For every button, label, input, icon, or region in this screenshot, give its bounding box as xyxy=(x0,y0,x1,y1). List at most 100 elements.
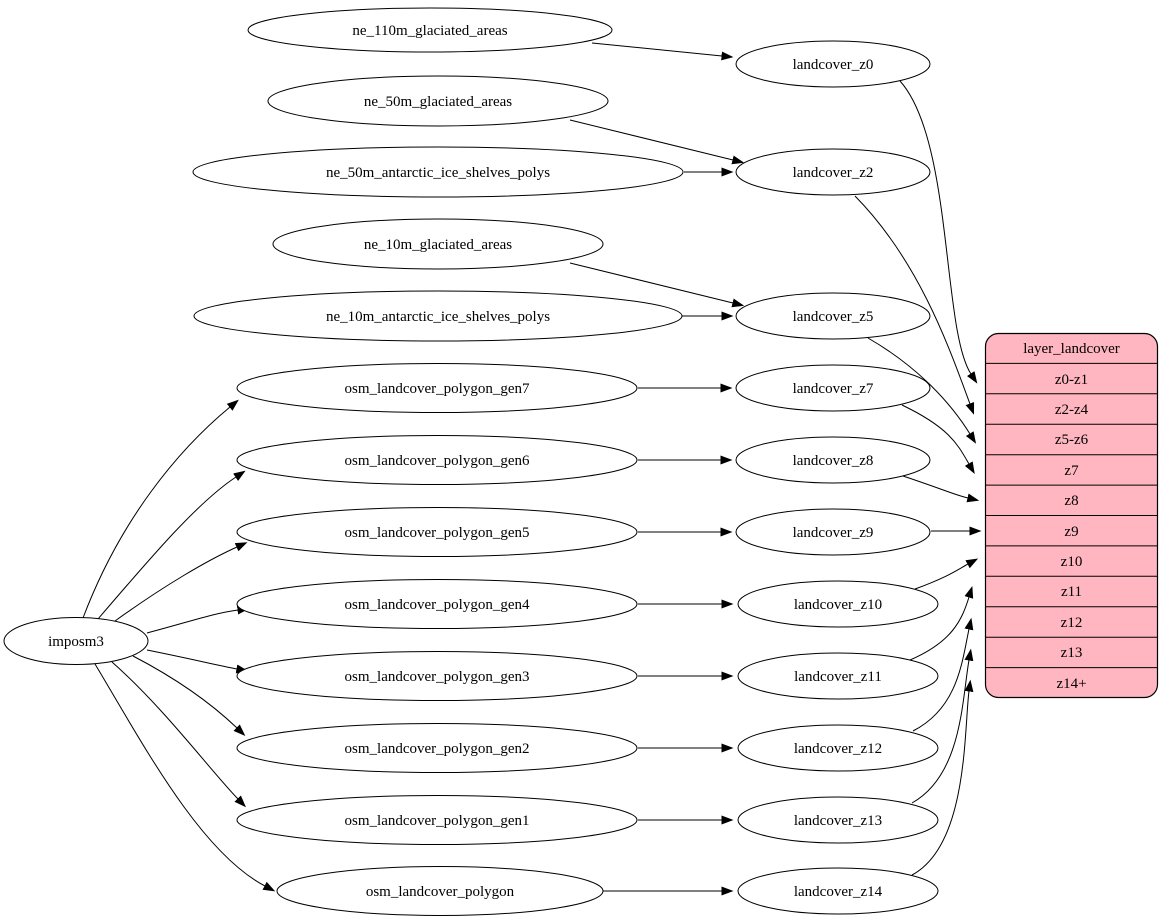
ellipse xyxy=(735,148,931,196)
edge-z11-to-record-z11 xyxy=(909,585,974,661)
ellipse xyxy=(267,75,609,127)
node-label: landcover_z10 xyxy=(794,597,882,613)
ellipse xyxy=(735,436,931,484)
ellipse xyxy=(272,218,604,270)
ellipse xyxy=(737,796,939,844)
ellipse xyxy=(737,652,939,700)
ellipse xyxy=(193,290,683,342)
edge-imposm3-to-gen4 xyxy=(146,605,250,634)
ellipse xyxy=(236,435,638,485)
node-landcover-z7: landcover_z7 xyxy=(735,364,931,412)
edge-imposm3-to-gen5 xyxy=(114,542,248,622)
node-osm-landcover-polygon-gen5: osm_landcover_polygon_gen5 xyxy=(236,507,638,557)
node-label: ne_10m_antarctic_ice_shelves_polys xyxy=(326,309,550,325)
record-node-layer-landcover: layer_landcover z0-z1 z2-z4 z5-z6 z7 z8 … xyxy=(984,332,1159,699)
record-row-z11: z11 xyxy=(1061,584,1082,600)
ellipse xyxy=(236,795,638,845)
node-label: landcover_z0 xyxy=(793,57,874,73)
node-landcover-z5: landcover_z5 xyxy=(735,292,931,340)
ellipse xyxy=(236,363,638,413)
node-osm-landcover-polygon: osm_landcover_polygon xyxy=(276,866,604,916)
record-row-z0-z1: z0-z1 xyxy=(1055,372,1088,388)
ellipse xyxy=(236,723,638,773)
edge-imposm3-to-gen1 xyxy=(111,661,246,808)
node-label: ne_50m_antarctic_ice_shelves_polys xyxy=(326,165,550,181)
node-osm-landcover-polygon-gen2: osm_landcover_polygon_gen2 xyxy=(236,723,638,773)
ellipse xyxy=(735,40,931,88)
edge-z5-to-record-z5-z6 xyxy=(867,337,977,444)
edge-imposm3-to-gen3 xyxy=(146,649,249,674)
node-label: landcover_z13 xyxy=(794,813,882,829)
ellipse xyxy=(192,146,684,198)
ellipse xyxy=(236,651,638,701)
node-label: landcover_z8 xyxy=(793,453,874,469)
edge-z10-to-record-z10 xyxy=(914,558,979,590)
ellipse xyxy=(276,866,604,916)
record-row-z7: z7 xyxy=(1064,463,1079,479)
node-osm-landcover-polygon-gen6: osm_landcover_polygon_gen6 xyxy=(236,435,638,485)
node-label: landcover_z5 xyxy=(793,309,874,325)
record-row-z12: z12 xyxy=(1061,615,1083,631)
ellipse xyxy=(737,580,939,628)
edge-z13-to-record-z13 xyxy=(911,648,974,804)
edge-group xyxy=(82,42,982,896)
node-landcover-z9: landcover_z9 xyxy=(735,508,931,556)
node-landcover-z14: landcover_z14 xyxy=(737,867,939,915)
imposm3-label: imposm3 xyxy=(48,634,104,650)
node-landcover-z0: landcover_z0 xyxy=(735,40,931,88)
node-label: ne_110m_glaciated_areas xyxy=(352,23,507,39)
node-label: landcover_z7 xyxy=(793,381,874,397)
node-label: ne_10m_glaciated_areas xyxy=(364,237,512,253)
node-label: osm_landcover_polygon_gen7 xyxy=(345,381,530,397)
node-label: osm_landcover_polygon_gen2 xyxy=(345,741,530,757)
node-osm-landcover-polygon-gen7: osm_landcover_polygon_gen7 xyxy=(236,363,638,413)
ellipse xyxy=(247,7,613,53)
record-row-z13: z13 xyxy=(1061,645,1083,661)
ellipse xyxy=(735,364,931,412)
node-label: landcover_z12 xyxy=(794,741,882,757)
node-ne-10m-glaciated-areas: ne_10m_glaciated_areas xyxy=(272,218,604,270)
ellipse xyxy=(735,292,931,340)
node-label: osm_landcover_polygon_gen6 xyxy=(345,453,530,469)
ellipse xyxy=(735,508,931,556)
edge-z2-to-record-z2-z4 xyxy=(854,195,975,415)
imposm3-ellipse xyxy=(3,617,149,665)
node-label: landcover_z9 xyxy=(793,525,874,541)
edge-z7-to-record-z7 xyxy=(901,404,975,474)
edge-imposm3-to-gen2 xyxy=(132,655,246,736)
node-label: landcover_z2 xyxy=(793,165,874,181)
record-row-z8: z8 xyxy=(1064,493,1078,509)
node-landcover-z12: landcover_z12 xyxy=(737,724,939,772)
node-label: landcover_z11 xyxy=(794,669,882,685)
node-label: ne_50m_glaciated_areas xyxy=(364,94,512,110)
node-landcover-z10: landcover_z10 xyxy=(737,580,939,628)
node-ne-110m-glaciated-areas: ne_110m_glaciated_areas xyxy=(247,7,613,53)
record-row-z5-z6: z5-z6 xyxy=(1055,432,1089,448)
node-label: osm_landcover_polygon_gen1 xyxy=(345,813,530,829)
node-label: osm_landcover_polygon xyxy=(366,884,515,900)
edge-ne10m-glaciated-to-z5 xyxy=(569,262,745,308)
node-osm-landcover-polygon-gen3: osm_landcover_polygon_gen3 xyxy=(236,651,638,701)
node-ne-50m-antarctic-ice-shelves-polys: ne_50m_antarctic_ice_shelves_polys xyxy=(192,146,684,198)
node-osm-landcover-polygon-gen1: osm_landcover_polygon_gen1 xyxy=(236,795,638,845)
edge-ne110m-glaciated-to-z0 xyxy=(591,42,734,61)
edge-ne50m-glaciated-to-z2 xyxy=(569,119,745,165)
edge-imposm3-to-gen6 xyxy=(97,470,246,620)
edge-imposm3-to-gen7 xyxy=(82,399,239,619)
record-row-z10: z10 xyxy=(1061,554,1083,570)
record-title: layer_landcover xyxy=(1023,341,1120,357)
ellipse xyxy=(737,867,939,915)
node-landcover-z8: landcover_z8 xyxy=(735,436,931,484)
record-row-z9: z9 xyxy=(1064,524,1078,540)
edge-z14-to-record-z14plus xyxy=(911,679,974,876)
node-ne-50m-glaciated-areas: ne_50m_glaciated_areas xyxy=(267,75,609,127)
node-label: landcover_z14 xyxy=(794,884,883,900)
node-label: osm_landcover_polygon_gen4 xyxy=(345,597,530,613)
node-landcover-z13: landcover_z13 xyxy=(737,796,939,844)
ellipse xyxy=(236,579,638,629)
node-imposm3: imposm3 xyxy=(3,617,149,665)
node-label: osm_landcover_polygon_gen3 xyxy=(345,669,530,685)
node-osm-landcover-polygon-gen4: osm_landcover_polygon_gen4 xyxy=(236,579,638,629)
